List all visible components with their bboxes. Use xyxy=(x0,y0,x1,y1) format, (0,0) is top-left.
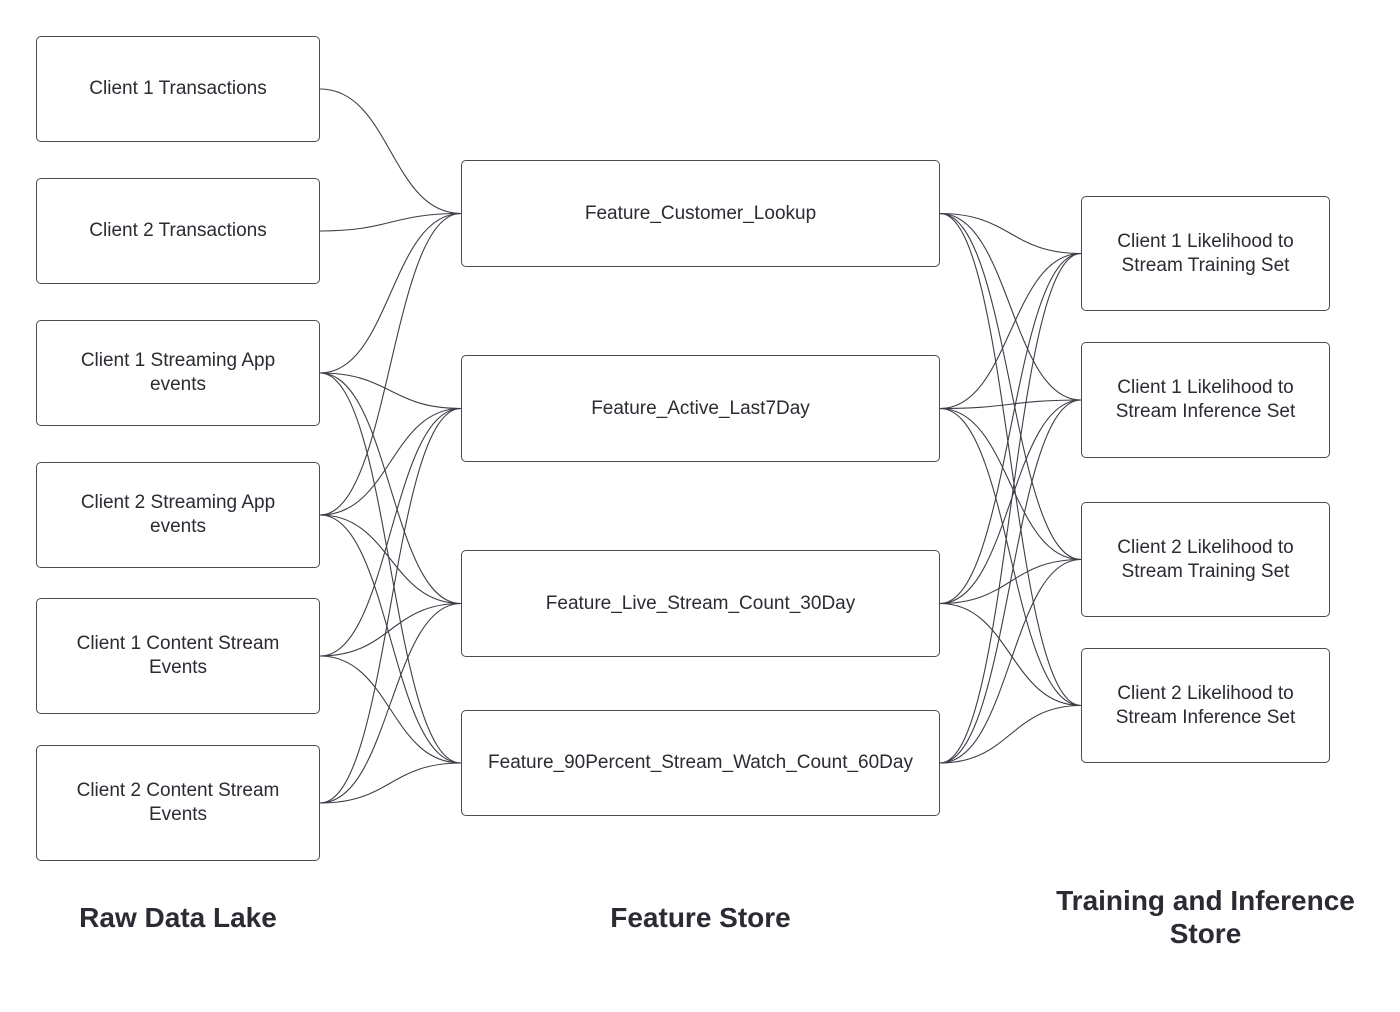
node-label: Client 1 Transactions xyxy=(89,78,267,99)
connector-raw-3-to-feature-2 xyxy=(319,514,462,605)
node-label: Client 2 Likelihood to Stream Inference … xyxy=(1115,682,1296,728)
raw-node-client-2-transactions[interactable]: Client 2 Transactions xyxy=(36,178,320,284)
connector-raw-4-to-feature-3 xyxy=(319,655,462,764)
connector-feature-3-to-output-3 xyxy=(939,704,1082,764)
output-node-client-1-inference-set[interactable]: Client 1 Likelihood to Stream Inference … xyxy=(1081,342,1330,458)
node-label: Client 2 Streaming App events xyxy=(80,492,276,537)
connector-feature-3-to-output-1 xyxy=(939,399,1082,764)
feature-node-customer-lookup[interactable]: Feature_Customer_Lookup xyxy=(461,160,940,267)
connector-feature-1-to-output-3 xyxy=(939,407,1082,707)
connector-raw-5-to-feature-2 xyxy=(319,602,462,804)
connector-feature-3-to-output-0 xyxy=(939,252,1082,764)
node-label: Client 1 Streaming App events xyxy=(80,350,276,395)
output-node-client-2-inference-set[interactable]: Client 2 Likelihood to Stream Inference … xyxy=(1081,648,1330,763)
connector-feature-3-to-output-2 xyxy=(939,558,1082,764)
column-title-raw-data-lake: Raw Data Lake xyxy=(79,902,277,933)
raw-node-client-1-transactions[interactable]: Client 1 Transactions xyxy=(36,36,320,142)
connector-raw-4-to-feature-2 xyxy=(319,602,462,657)
raw-node-client-1-streaming-app-events[interactable]: Client 1 Streaming App events xyxy=(36,320,320,426)
connector-raw-0-to-feature-0 xyxy=(319,88,462,215)
raw-node-client-2-content-stream-events[interactable]: Client 2 Content Stream Events xyxy=(36,745,320,861)
connector-feature-2-to-output-3 xyxy=(939,602,1082,707)
connector-raw-3-to-feature-1 xyxy=(319,407,462,516)
node-label: Client 1 Likelihood to Stream Inference … xyxy=(1115,377,1296,422)
connector-raw-2-to-feature-0 xyxy=(319,212,462,374)
node-label: Feature_Customer_Lookup xyxy=(584,202,817,224)
node-label: Client 2 Transactions xyxy=(89,220,267,241)
connector-raw-1-to-feature-0 xyxy=(319,212,462,232)
raw-node-client-2-streaming-app-events[interactable]: Client 2 Streaming App events xyxy=(36,462,320,568)
connector-raw-5-to-feature-3 xyxy=(319,762,462,804)
node-label: Client 2 Content Stream Events xyxy=(76,780,280,825)
node-label: Client 1 Likelihood to Stream Training S… xyxy=(1117,230,1294,276)
connector-raw-3-to-feature-0 xyxy=(319,212,462,516)
node-label: Feature_Active_Last7Day xyxy=(591,397,810,419)
connector-feature-0-to-output-3 xyxy=(939,212,1082,707)
node-label: Feature_Live_Stream_Count_30Day xyxy=(545,592,856,614)
connector-feature-1-to-output-0 xyxy=(939,252,1082,410)
output-node-client-1-training-set[interactable]: Client 1 Likelihood to Stream Training S… xyxy=(1081,196,1330,311)
connector-feature-0-to-output-2 xyxy=(939,212,1082,561)
connector-feature-0-to-output-1 xyxy=(939,212,1082,401)
connector-raw-5-to-feature-1 xyxy=(319,407,462,804)
feature-node-90percent-stream-watch-count-60day[interactable]: Feature_90Percent_Stream_Watch_Count_60D… xyxy=(461,710,940,816)
column-title-training-inference-store: Training and Inference Store xyxy=(1056,885,1355,949)
node-label: Client 1 Content Stream Events xyxy=(76,633,280,678)
feature-node-active-last7day[interactable]: Feature_Active_Last7Day xyxy=(461,355,940,462)
connector-feature-2-to-output-0 xyxy=(939,252,1082,605)
connector-feature-1-to-output-1 xyxy=(939,399,1082,410)
connector-raw-3-to-feature-3 xyxy=(319,514,462,764)
connector-raw-2-to-feature-3 xyxy=(319,372,462,764)
feature-node-live-stream-count-30day[interactable]: Feature_Live_Stream_Count_30Day xyxy=(461,550,940,657)
connector-feature-1-to-output-2 xyxy=(939,407,1082,561)
column-title-feature-store: Feature Store xyxy=(610,902,791,933)
node-label: Client 2 Likelihood to Stream Training S… xyxy=(1117,536,1294,582)
output-node-client-2-training-set[interactable]: Client 2 Likelihood to Stream Training S… xyxy=(1081,502,1330,617)
connector-feature-0-to-output-0 xyxy=(939,212,1082,255)
node-label: Feature_90Percent_Stream_Watch_Count_60D… xyxy=(488,752,913,773)
connector-raw-2-to-feature-1 xyxy=(319,372,462,410)
raw-node-client-1-content-stream-events[interactable]: Client 1 Content Stream Events xyxy=(36,598,320,714)
connector-feature-2-to-output-1 xyxy=(939,399,1082,605)
connector-raw-4-to-feature-1 xyxy=(319,407,462,657)
connector-raw-2-to-feature-2 xyxy=(319,372,462,605)
